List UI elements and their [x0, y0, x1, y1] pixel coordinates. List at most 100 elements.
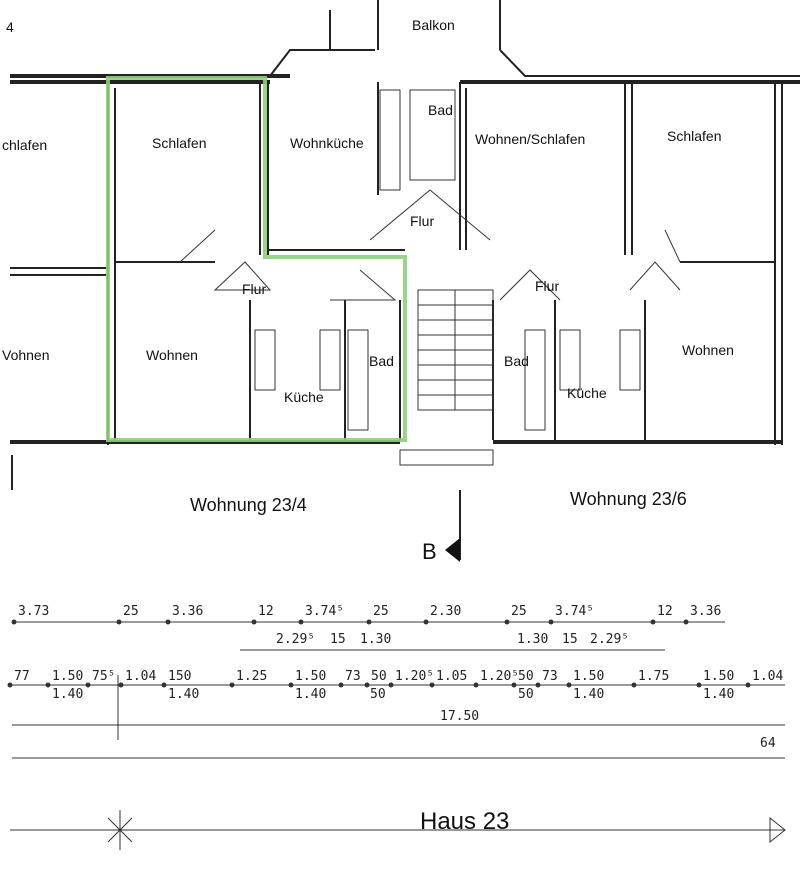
dimension-tick: [85, 682, 91, 688]
dimension-label: 1.20⁵: [395, 669, 434, 684]
section-letter: B: [422, 539, 437, 564]
dimension-label: 3.36: [690, 604, 721, 619]
room-schlafen-2: Schlafen: [667, 128, 721, 144]
dimension-label: 73: [542, 669, 558, 684]
dimension-label: 1.50: [295, 669, 326, 684]
room-wohnen-2: Wohnen: [682, 342, 734, 358]
dimension-tick: [696, 682, 702, 688]
dimension-tick: [535, 682, 541, 688]
dimension-label: 1.40: [168, 687, 199, 702]
dimension-label: 50: [518, 669, 534, 684]
room-flur-left: Flur: [242, 281, 266, 297]
dimension-tick: [366, 619, 372, 625]
room-kueche-2: Küche: [567, 385, 607, 401]
dimension-label: 25: [511, 604, 527, 619]
dimension-label: 15: [330, 632, 346, 647]
dimension-label: 1.30: [360, 632, 391, 647]
dimension-label: 1.40: [295, 687, 326, 702]
dimension-label: 1.05: [436, 669, 467, 684]
section-marker: B: [422, 538, 460, 564]
dimension-tick: [631, 682, 637, 688]
dimension-label: 1.50: [52, 669, 83, 684]
highlighted-apartment-outline: [106, 76, 407, 442]
dimension-tick: [288, 682, 294, 688]
room-schlafen-edge: chlafen: [2, 137, 47, 153]
section-arrow-icon: [445, 538, 460, 562]
dimension-tick: [11, 619, 17, 625]
dimension-label: 50: [371, 669, 387, 684]
house-label: Haus 23: [420, 808, 509, 835]
dimension-tick: [118, 682, 124, 688]
room-schlafen-1: Schlafen: [152, 135, 206, 151]
dimension-tick: [298, 619, 304, 625]
dimension-tick: [45, 682, 51, 688]
dimension-label: 75⁵: [92, 669, 115, 684]
dimension-label: 15: [562, 632, 578, 647]
dimension-tick: [7, 682, 13, 688]
room-kueche-1: Küche: [284, 389, 324, 405]
room-bad-1: Bad: [369, 353, 394, 369]
axis-marker-icon: [107, 810, 133, 850]
dimension-label: 12: [258, 604, 274, 619]
dimension-tick: [161, 682, 167, 688]
dimension-tick: [338, 682, 344, 688]
dimension-label: 12: [657, 604, 673, 619]
dimension-label: 2.29⁵: [590, 632, 629, 647]
dimension-label: 2.30: [430, 604, 461, 619]
dimension-tick: [364, 682, 370, 688]
dim-edge: 64: [760, 736, 776, 751]
walls: [10, 0, 800, 560]
dimension-tick: [683, 619, 689, 625]
dimension-label: 1.04: [752, 669, 783, 684]
room-bad-2: Bad: [504, 353, 529, 369]
dimension-label: 25: [123, 604, 139, 619]
dimension-tick: [473, 682, 479, 688]
dimension-tick: [548, 619, 554, 625]
dimension-tick: [429, 682, 435, 688]
page-marker: 4: [6, 19, 14, 35]
dimension-label: 73: [345, 669, 361, 684]
dimension-label: 1.75: [638, 669, 669, 684]
room-wohnen-1: Wohnen: [146, 347, 198, 363]
room-wohnkueche: Wohnküche: [290, 135, 364, 151]
dimension-tick: [251, 619, 257, 625]
dimension-tick: [388, 682, 394, 688]
dimension-label: 1.30: [517, 632, 548, 647]
dimension-label: 1.40: [573, 687, 604, 702]
dimension-tick: [504, 619, 510, 625]
dimension-label: 3.36: [172, 604, 203, 619]
dimension-tick: [423, 619, 429, 625]
dimension-tick: [116, 619, 122, 625]
staircase: [417, 289, 494, 411]
dimension-tick: [650, 619, 656, 625]
dim-total: 17.50: [440, 709, 479, 724]
dimension-tick: [566, 682, 572, 688]
dimension-tick: [229, 682, 235, 688]
dimension-label: 1.40: [52, 687, 83, 702]
dimension-tick: [745, 682, 751, 688]
dimension-label: 3.74⁵: [305, 604, 344, 619]
dimension-label: 77: [14, 669, 30, 684]
dimension-label: 3.74⁵: [555, 604, 594, 619]
apartment-label-23-4: Wohnung 23/4: [190, 495, 307, 515]
room-wohnen-edge: Vohnen: [2, 347, 50, 363]
room-bad-top: Bad: [428, 102, 453, 118]
dimension-label: 1.40: [703, 687, 734, 702]
dimension-label: 1.50: [703, 669, 734, 684]
dimension-tick: [511, 682, 517, 688]
dimension-label: 150: [168, 669, 191, 684]
apartment-label-23-6: Wohnung 23/6: [570, 489, 687, 509]
dimension-label: 1.50: [573, 669, 604, 684]
dimension-label: 3.73: [18, 604, 49, 619]
room-balkon: Balkon: [412, 17, 455, 33]
dimension-label: 25: [373, 604, 389, 619]
room-flur-right: Flur: [535, 278, 559, 294]
dimension-lines: [10, 621, 786, 850]
dimension-label: 50: [518, 687, 534, 702]
room-wohnen-schlafen: Wohnen/Schlafen: [475, 131, 585, 147]
dimension-tick: [165, 619, 171, 625]
dimension-label: 1.04: [125, 669, 156, 684]
dimension-label: 1.25: [236, 669, 267, 684]
room-flur-center: Flur: [410, 213, 434, 229]
